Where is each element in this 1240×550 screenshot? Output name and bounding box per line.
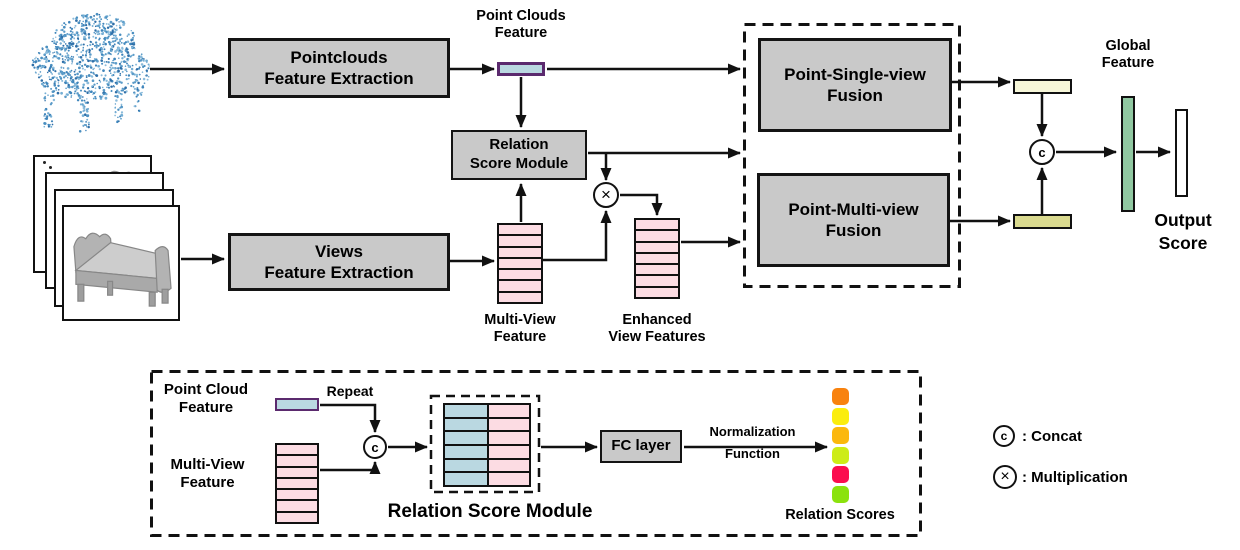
stack-row — [277, 465, 317, 477]
ellipsis-dot — [49, 166, 52, 169]
stack-cell — [487, 430, 529, 444]
stack-row — [636, 220, 678, 230]
stack-row — [499, 256, 541, 269]
stack-row — [636, 263, 678, 275]
multi-view-feature-label: Multi-View Feature — [484, 312, 556, 346]
concat-icon: c — [1029, 139, 1055, 165]
box-text: Point-Multi-view — [788, 199, 919, 219]
stack-row — [499, 279, 541, 291]
point-cloud-feature-label-bottom: Point Cloud Feature — [163, 381, 249, 416]
legend-concat-label: : Concat — [1022, 428, 1082, 445]
single-view-fused-feature-bar — [1013, 79, 1072, 94]
bed-render — [73, 232, 172, 307]
stack-cell — [487, 405, 529, 417]
stack-row — [277, 454, 317, 466]
concat-icon-bottom: c — [363, 435, 387, 459]
stack-row — [277, 499, 317, 511]
multi-view-feature-stack-bottom — [275, 443, 319, 524]
stack-cell — [445, 457, 487, 472]
stack-cell — [487, 471, 529, 485]
fc-layer-box: FC layer — [600, 430, 682, 463]
views-feature-extraction-box: Views Feature Extraction — [228, 233, 450, 291]
stack-row — [499, 234, 541, 246]
stack-cell — [445, 443, 487, 458]
multi-view-fused-feature-bar — [1013, 214, 1072, 229]
point-cloud-image — [31, 12, 151, 133]
point-clouds-feature-label: Point Clouds Feature — [476, 8, 566, 42]
concatenated-feature-stack — [443, 403, 531, 487]
box-text: Score Module — [469, 155, 569, 172]
stack-row — [499, 245, 541, 257]
enhanced-view-features-label: Enhanced View Features — [608, 312, 706, 346]
point-single-view-fusion-box: Point-Single-view Fusion — [758, 38, 952, 132]
stack-row — [277, 510, 317, 522]
legend-multiply-icon: × — [993, 465, 1017, 489]
enhanced-view-features-stack — [634, 218, 680, 299]
stack-row — [499, 225, 541, 235]
legend-concat-icon: c — [993, 425, 1015, 447]
view-frame-front — [62, 205, 180, 321]
relation-score-swatch — [832, 407, 849, 425]
stack-cell — [445, 416, 487, 431]
box-text: Fusion — [827, 86, 883, 105]
multiply-symbol: × — [601, 185, 611, 204]
box-text: Pointclouds — [290, 47, 388, 67]
multiply-icon: × — [593, 182, 619, 208]
stack-row — [277, 476, 317, 489]
stack-cell — [487, 457, 529, 472]
concat-symbol: c — [1038, 144, 1046, 160]
box-text: Feature Extraction — [264, 69, 414, 88]
relation-score-swatch — [832, 427, 849, 444]
box-text: Point-Single-view — [784, 64, 926, 84]
normalization-function-label: Normalization — [709, 424, 796, 439]
concat-symbol: c — [371, 439, 379, 455]
pointclouds-feature-extraction-box: Pointclouds Feature Extraction — [228, 38, 450, 98]
repeat-label: Repeat — [326, 383, 374, 399]
output-score-label: Output Score — [1154, 210, 1212, 253]
box-text: Relation — [489, 136, 549, 154]
box-text: Views — [315, 241, 363, 261]
point-clouds-feature-bar — [497, 62, 545, 76]
relation-score-module-box: Relation Score Module — [451, 130, 587, 180]
stack-row — [636, 285, 678, 297]
multi-view-feature-stack — [497, 223, 543, 304]
relation-score-swatch — [832, 446, 849, 464]
legend-multiply-label: : Multiplication — [1022, 469, 1128, 486]
stack-cell — [445, 471, 487, 485]
multi-view-feature-label-bottom: Multi-View Feature — [170, 456, 245, 491]
relation-scores-label: Relation Scores — [785, 507, 895, 523]
relation-score-module-label: Relation Score Module — [387, 501, 593, 522]
stack-row — [636, 229, 678, 241]
box-text: Feature Extraction — [264, 263, 414, 282]
stack-row — [636, 274, 678, 286]
relation-score-swatch — [832, 388, 849, 405]
relation-score-swatch — [832, 466, 849, 483]
point-cloud-feature-bar-bottom — [275, 398, 319, 411]
stack-row — [636, 240, 678, 252]
stack-cell — [487, 443, 529, 458]
point-multi-view-fusion-box: Point-Multi-view Fusion — [757, 173, 950, 267]
output-score-bar — [1175, 109, 1188, 197]
global-feature-label: Global Feature — [1101, 38, 1155, 72]
stack-row — [277, 488, 317, 500]
stack-row — [499, 290, 541, 302]
stack-cell — [487, 416, 529, 431]
box-text: Fusion — [825, 221, 882, 240]
stack-row — [636, 251, 678, 264]
stack-cell — [445, 430, 487, 444]
global-feature-bar — [1121, 96, 1135, 212]
stack-cell — [445, 405, 487, 417]
box-text: FC layer — [611, 437, 671, 455]
stack-row — [277, 445, 317, 455]
relation-scores-column — [832, 388, 849, 505]
normalization-function-label2: Function — [725, 446, 780, 461]
ellipsis-dot — [43, 161, 46, 164]
relation-score-swatch — [832, 485, 849, 503]
stack-row — [499, 268, 541, 280]
